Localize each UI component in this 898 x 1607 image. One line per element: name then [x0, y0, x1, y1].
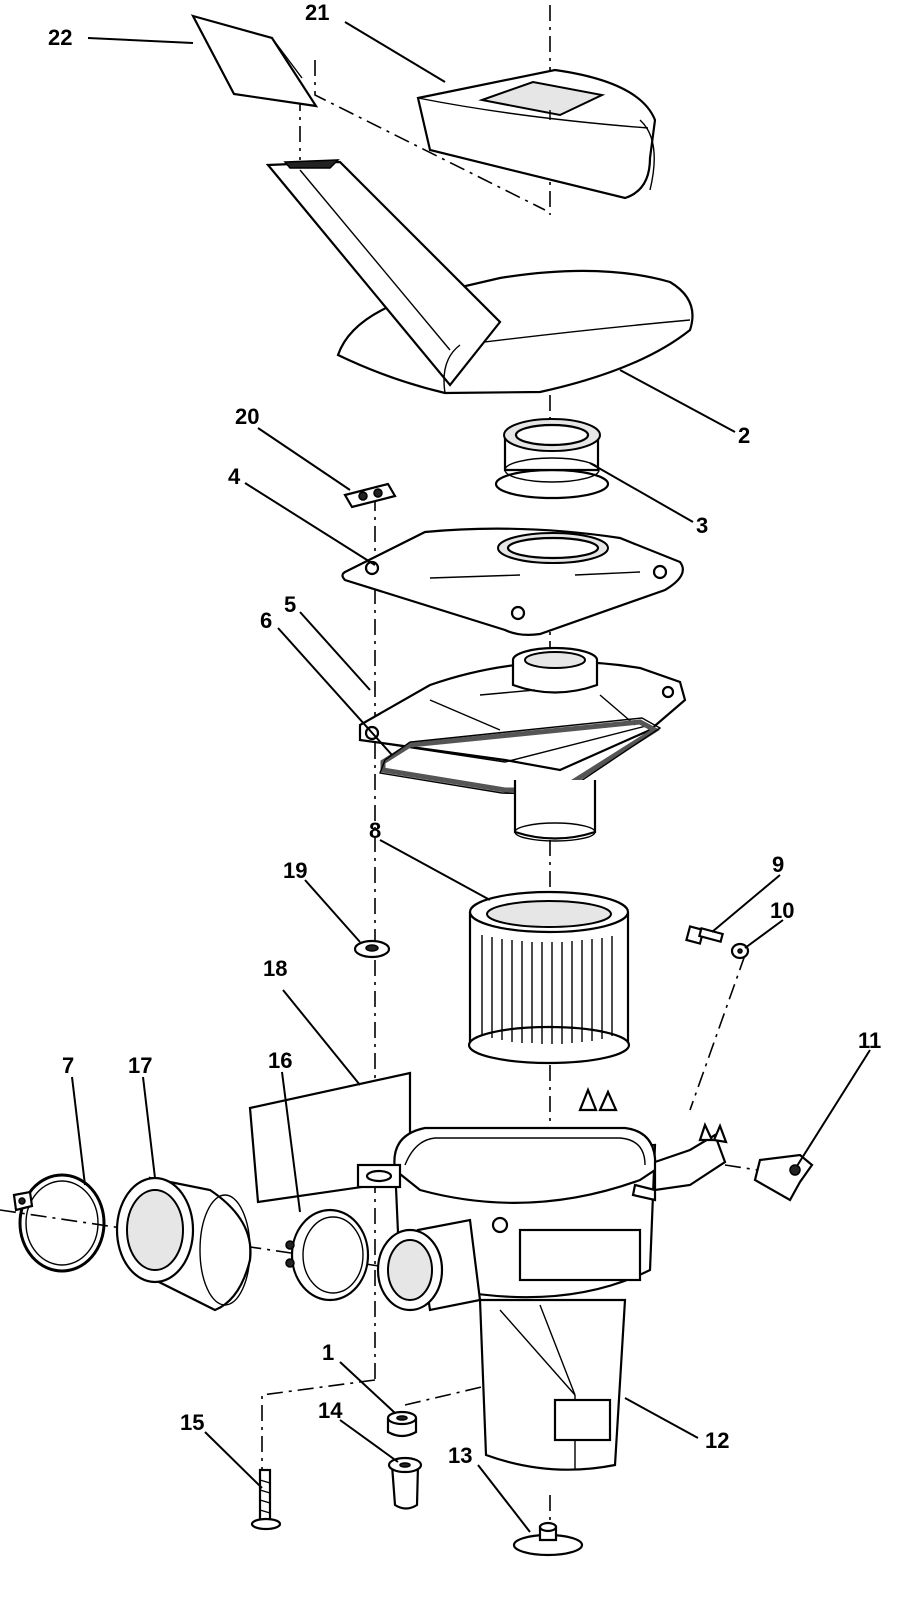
callout-18: 18	[263, 956, 287, 981]
callout-5: 5	[284, 592, 296, 617]
callout-4: 4	[228, 464, 241, 489]
callout-16: 16	[268, 1048, 292, 1073]
part-9-bolt	[685, 925, 725, 945]
part-6-gasket	[379, 717, 662, 796]
part-10-washer	[730, 942, 750, 960]
part-17-intake-duct	[115, 1176, 252, 1312]
callout-20: 20	[235, 404, 259, 429]
part-12-airbox-body	[356, 1087, 728, 1471]
callout-9: 9	[772, 852, 784, 877]
callout-3: 3	[696, 513, 708, 538]
part-2-airbox-cover	[265, 159, 694, 395]
part-1-spacer	[386, 1410, 418, 1438]
part-11-clip	[753, 1153, 814, 1202]
part-16-clamp	[285, 1208, 370, 1302]
callout-14: 14	[318, 1398, 343, 1423]
callout-7: 7	[62, 1053, 74, 1078]
part-14-rubber-mount	[387, 1456, 423, 1510]
part-15-screw	[250, 1468, 282, 1531]
callout-15: 15	[180, 1410, 204, 1435]
callout-21: 21	[305, 0, 329, 25]
callout-12: 12	[705, 1428, 729, 1453]
part-20-clip-nut	[343, 482, 397, 509]
part-3-rubber-boot	[494, 418, 610, 500]
callout-6: 6	[260, 608, 272, 633]
part-5-housing-lid	[358, 646, 687, 772]
part-7-hose-clamp	[12, 1173, 106, 1273]
part-4-top-plate	[341, 527, 684, 636]
callout-10: 10	[770, 898, 794, 923]
callout-2: 2	[738, 423, 750, 448]
part-21-foam-insert	[416, 68, 657, 200]
part-19-grommet	[353, 939, 391, 959]
callout-13: 13	[448, 1443, 472, 1468]
callout-17: 17	[128, 1053, 152, 1078]
filter-pleats	[481, 935, 613, 1044]
part-5-outlet-tube	[513, 780, 597, 842]
part-8-filter-element	[467, 890, 631, 1065]
callout-labels: 22 21 2 3 20 4 5 6 8 19 18 9 10 11 7 17 …	[48, 0, 881, 1468]
callout-19: 19	[283, 858, 307, 883]
part-13-drain-plug	[512, 1521, 584, 1557]
callout-1: 1	[322, 1340, 334, 1365]
callout-11: 11	[858, 1028, 881, 1053]
part-22-decal-sheet	[190, 14, 319, 108]
callout-22: 22	[48, 25, 72, 50]
leader-lines	[71, 21, 871, 1533]
callout-8: 8	[369, 818, 381, 843]
